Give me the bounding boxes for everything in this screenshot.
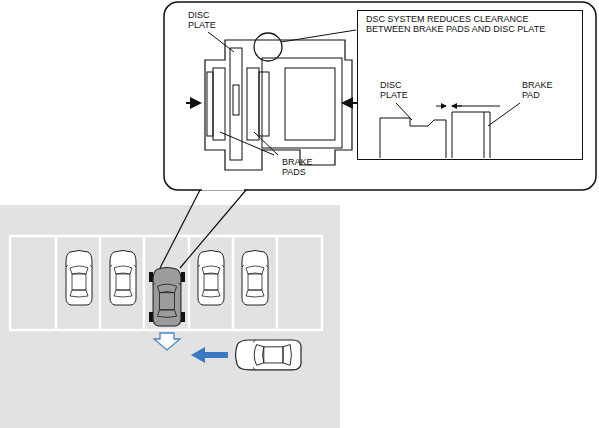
part-label: BRAKE PAD — [522, 80, 553, 100]
part-label: DISC PLATE — [380, 80, 408, 100]
part-label: DISC PLATE — [188, 10, 216, 30]
part-label: BRAKE PADS — [282, 157, 313, 177]
note-text: DSC SYSTEM REDUCES CLEARANCE BETWEEN BRA… — [366, 14, 574, 34]
